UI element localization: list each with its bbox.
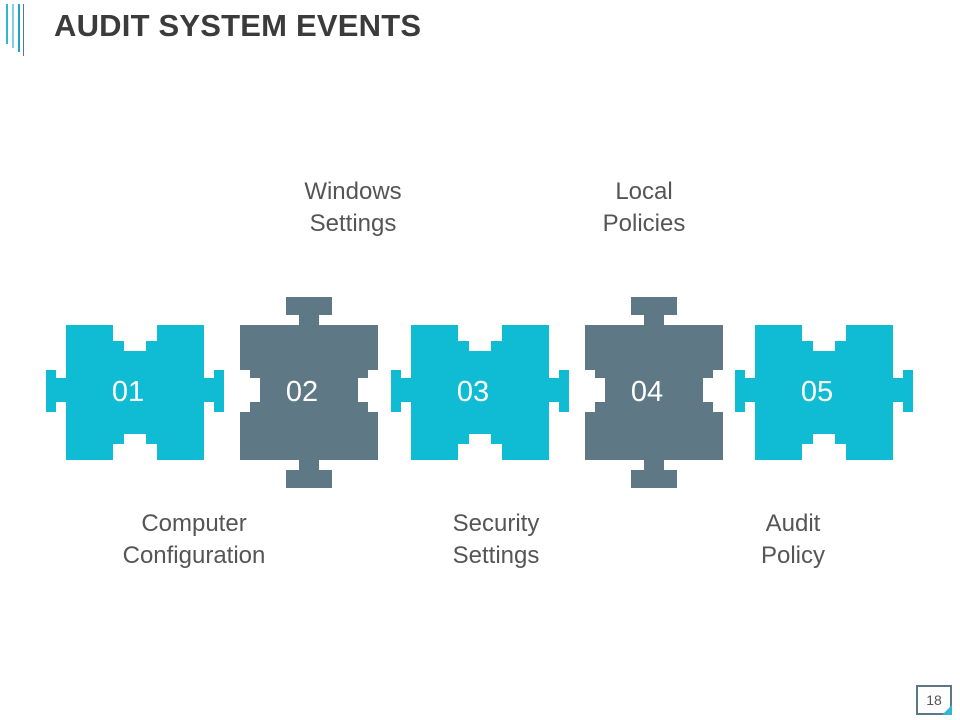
puzzle-piece-02 xyxy=(240,297,378,488)
label-computer-configuration: Computer Configuration xyxy=(84,508,304,572)
label-audit-policy: Audit Policy xyxy=(683,508,903,572)
puzzle-piece-number: 02 xyxy=(286,376,318,408)
label-line: Policies xyxy=(602,210,686,237)
page-title: AUDIT SYSTEM EVENTS xyxy=(54,8,422,43)
page-number-corner-accent xyxy=(942,705,952,715)
puzzle-notches-05 xyxy=(802,325,846,460)
label-local-policies: Local Policies xyxy=(534,176,754,240)
puzzle-piece-number: 03 xyxy=(457,376,489,408)
label-line: Audit xyxy=(765,510,821,537)
puzzle-piece-number: 05 xyxy=(801,376,833,408)
label-line: Local xyxy=(615,178,673,205)
puzzle-notches-04 xyxy=(585,370,723,412)
label-line: Settings xyxy=(309,210,397,237)
label-line: Policy xyxy=(760,542,826,569)
puzzle-notches-02 xyxy=(240,370,378,412)
puzzle-piece-04 xyxy=(585,297,723,488)
label-line: Computer xyxy=(141,510,247,537)
page-number: 18 xyxy=(926,692,942,708)
label-line: Configuration xyxy=(122,542,266,569)
label-line: Windows xyxy=(304,178,402,205)
label-security-settings: Security Settings xyxy=(386,508,606,572)
puzzle-piece-number: 04 xyxy=(631,376,663,408)
puzzle-notches-03 xyxy=(458,325,502,460)
puzzle-piece-number: 01 xyxy=(112,376,144,408)
label-line: Security xyxy=(452,510,540,537)
puzzle-notches-01 xyxy=(113,325,157,460)
page-number-box: 18 xyxy=(916,685,952,715)
title-accent-bars xyxy=(6,4,28,56)
label-windows-settings: Windows Settings xyxy=(243,176,463,240)
label-line: Settings xyxy=(452,542,540,569)
